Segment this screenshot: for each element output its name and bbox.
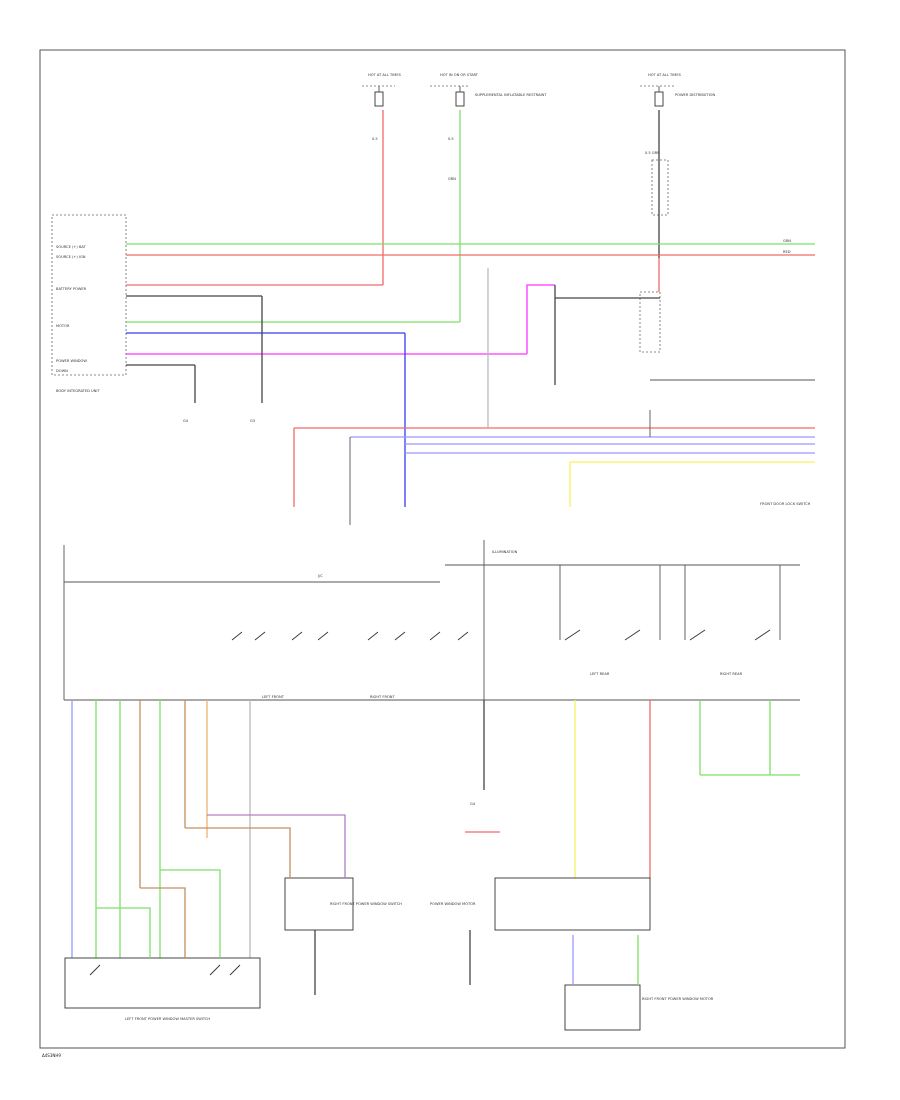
fuse-1-label: HOT AT ALL TIMES <box>368 73 402 77</box>
switch-group-right-front: RIGHT FRONT <box>367 631 469 699</box>
switch-group-left-front: LEFT FRONT <box>231 631 329 699</box>
ground-1: G4 <box>183 419 189 423</box>
pwm-label: POWER WINDOW MOTOR <box>430 902 476 906</box>
fuse-3-label: HOT AT ALL TIMES <box>648 73 682 77</box>
switch-right-rear: RIGHT REAR <box>689 629 771 676</box>
right-rear-label: RIGHT REAR <box>720 672 743 676</box>
fuse-block-2: HOT IN ON OR START SUPPLEMENTAL INFLATAB… <box>430 73 547 107</box>
svg-text:MOTOR: MOTOR <box>56 324 70 328</box>
svg-text:0.5: 0.5 <box>448 137 454 141</box>
svg-text:DOWN: DOWN <box>56 369 68 373</box>
fuse-block-3: HOT AT ALL TIMES POWER DISTRIBUTION <box>639 73 715 353</box>
illum-label: ILLUMINATION <box>492 550 518 554</box>
body-module-label: BODY INTEGRATED UNIT <box>56 389 100 393</box>
diagram-code: Δ4S3NH9 <box>42 1053 61 1058</box>
wire-label-red: RED <box>783 250 791 254</box>
svg-text:SOURCE (+) BAT: SOURCE (+) BAT <box>56 245 87 249</box>
fuse-2-label: HOT IN ON OR START <box>440 73 479 77</box>
ground-3: G4 <box>470 802 476 806</box>
wire-label-grn: GRN <box>783 239 791 243</box>
right-front-label: RIGHT FRONT <box>370 695 395 699</box>
right-switch-box <box>284 877 354 931</box>
diagram-border <box>39 49 846 1049</box>
right-motor-label: RIGHT FRONT POWER WINDOW MOTOR <box>642 997 714 1001</box>
switch-left-rear: LEFT REAR <box>564 629 641 676</box>
right-motor-box <box>564 984 641 1031</box>
svg-text:GRN: GRN <box>448 177 456 181</box>
left-front-label: LEFT FRONT <box>262 695 285 699</box>
svg-text:0.5: 0.5 <box>372 137 378 141</box>
master-switch-box <box>64 957 261 1009</box>
body-module-box <box>51 214 127 376</box>
fuse-block-1: HOT AT ALL TIMES <box>362 73 402 107</box>
left-rear-label: LEFT REAR <box>590 672 610 676</box>
motor-box <box>494 877 651 931</box>
fuse-3-note: POWER DISTRIBUTION <box>675 93 715 97</box>
svg-text:0.5 GRN: 0.5 GRN <box>645 151 660 155</box>
right-switch-label: RIGHT FRONT POWER WINDOW SWITCH <box>330 902 402 906</box>
svg-text:SOURCE (+) IGN: SOURCE (+) IGN <box>56 255 86 259</box>
svg-text:POWER WINDOW: POWER WINDOW <box>56 359 87 363</box>
svg-text:BATTERY POWER: BATTERY POWER <box>56 287 87 291</box>
body-module-pins: SOURCE (+) BAT SOURCE (+) IGN BATTERY PO… <box>56 245 87 373</box>
junction-label: J/C <box>317 574 323 578</box>
ground-2: G3 <box>250 419 255 423</box>
front-sensor-label: FRONT DOOR LOCK SWITCH <box>760 502 811 506</box>
master-switch-label: LEFT FRONT POWER WINDOW MASTER SWITCH <box>125 1017 210 1021</box>
fuse-2-note: SUPPLEMENTAL INFLATABLE RESTRAINT <box>475 93 547 97</box>
